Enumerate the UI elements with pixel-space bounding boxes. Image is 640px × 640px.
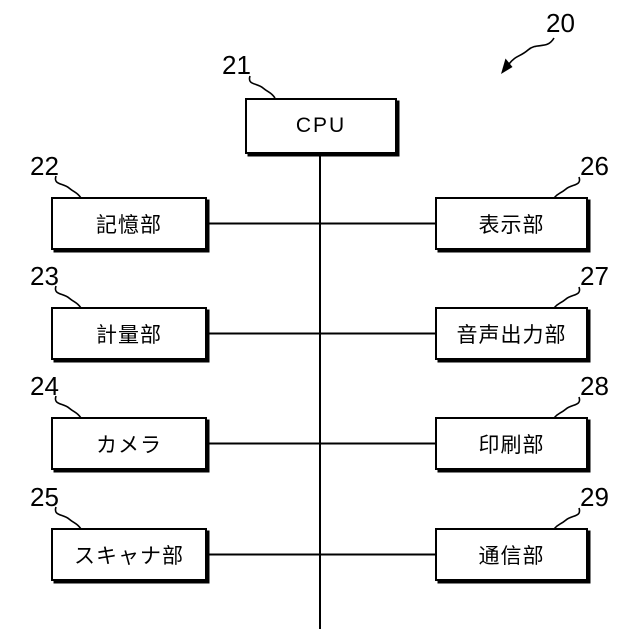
block-measuring-label: 計量部 [96,323,162,347]
leader-23 [54,285,82,309]
figure-reference-number: 20 [546,8,575,38]
figure-ref-arrow-line [508,37,555,65]
ref-left-1: 22 [30,151,59,181]
block-audio-output: 音声出力部 [435,307,588,360]
ref-right-2: 27 [580,261,609,291]
ref-right-4: 29 [580,482,609,512]
leader-21 [248,75,276,99]
ref-cpu: 21 [222,50,251,80]
block-display-label: 表示部 [478,213,545,237]
block-printing: 印刷部 [435,417,588,470]
ref-left-3: 24 [30,371,59,401]
leader-25 [54,506,82,530]
block-camera: カメラ [51,417,207,470]
leader-22 [54,175,82,199]
block-cpu-label: CPU [295,114,347,137]
ref-right-3: 28 [580,371,609,401]
block-printing-label: 印刷部 [478,433,545,457]
leader-26 [553,176,581,199]
block-cpu: CPU [245,98,397,154]
ref-left-2: 23 [30,261,59,291]
block-communication-label: 通信部 [478,544,545,568]
ref-left-4: 25 [30,482,59,512]
block-scanner: スキャナ部 [51,528,207,581]
ref-right-1: 26 [580,151,609,181]
block-measuring: 計量部 [51,307,207,360]
figure-ref-arrowhead-icon [501,58,513,74]
block-communication: 通信部 [435,528,588,581]
leader-29 [553,507,581,530]
block-scanner-label: スキャナ部 [74,544,184,568]
block-storage: 記憶部 [51,197,207,250]
block-storage-label: 記憶部 [96,213,162,237]
block-camera-label: カメラ [96,433,162,457]
block-audio-output-label: 音声出力部 [456,323,567,347]
leader-27 [553,286,581,309]
leader-24 [54,395,82,419]
block-display: 表示部 [435,197,588,250]
leader-28 [553,396,581,419]
